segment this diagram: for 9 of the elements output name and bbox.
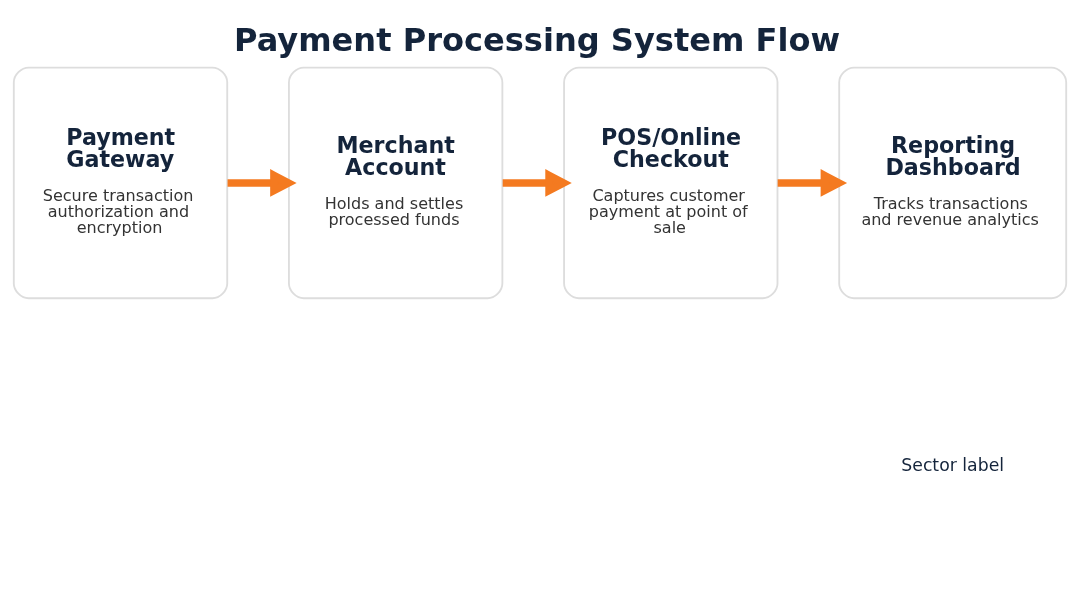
label: Sector label <box>901 454 1005 475</box>
node-box: Reporting Dashboard Tracks transactions and revenue analytics <box>838 66 1068 299</box>
node-box: POS/Online Checkout Captures customer payment at point of sale <box>563 66 779 299</box>
diagram-title: Payment Processing System Flow <box>234 20 841 59</box>
node-box: Merchant Account Holds and settles processed funds <box>288 66 504 299</box>
arrow <box>502 168 572 197</box>
arrow <box>227 168 297 197</box>
arrow <box>777 168 848 197</box>
node-box: Payment Gateway Secure transaction authorization and encryption <box>12 66 229 299</box>
